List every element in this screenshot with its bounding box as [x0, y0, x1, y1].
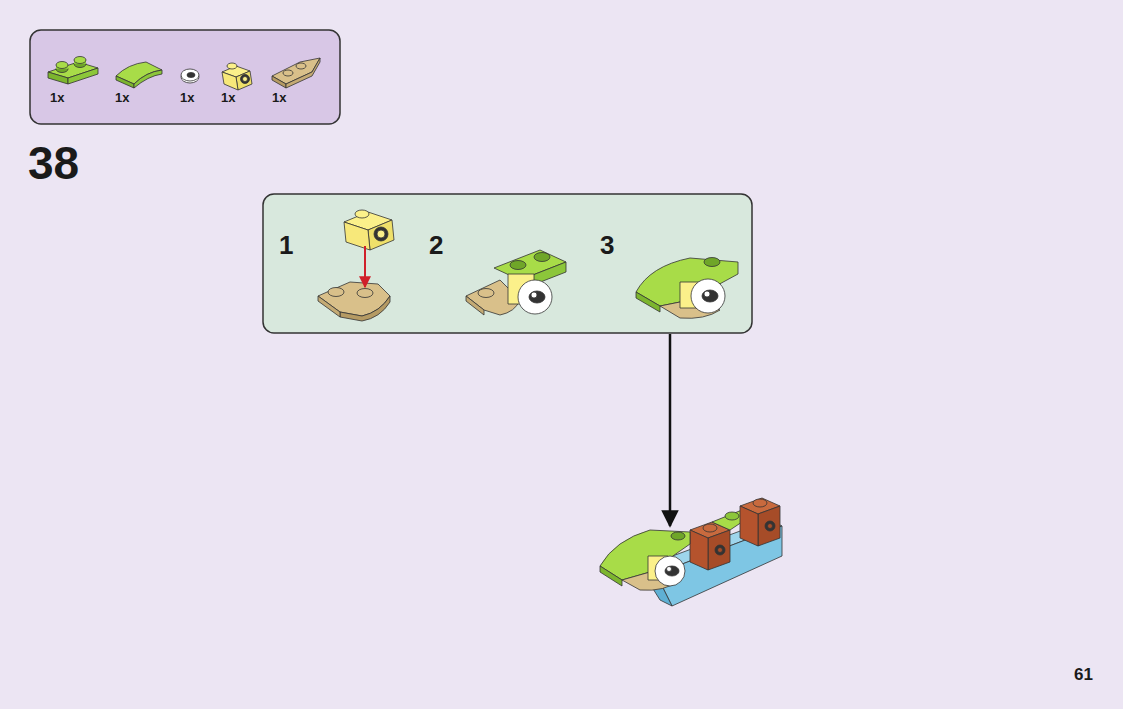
- substep-number: 3: [600, 232, 614, 258]
- placement-arrow: [669, 334, 672, 526]
- substep-number: 1: [279, 232, 293, 258]
- step-number: 38: [28, 140, 79, 186]
- assembled-model: [600, 498, 782, 606]
- page-number: 61: [1074, 666, 1093, 683]
- substep-panel-fill: [263, 194, 752, 333]
- quantity-label: 1x: [115, 91, 129, 104]
- quantity-label: 1x: [180, 91, 194, 104]
- parts-box-fill: [30, 30, 340, 124]
- quantity-label: 1x: [272, 91, 286, 104]
- substep-number: 2: [429, 232, 443, 258]
- parts-icons: [48, 57, 320, 91]
- parts-list-box: 1x 1x 1x 1x 1x: [30, 30, 340, 124]
- substep-panel: 1 2 3: [263, 194, 752, 333]
- quantity-label: 1x: [221, 91, 235, 104]
- substep-drawings: [318, 210, 738, 321]
- quantity-label: 1x: [50, 91, 64, 104]
